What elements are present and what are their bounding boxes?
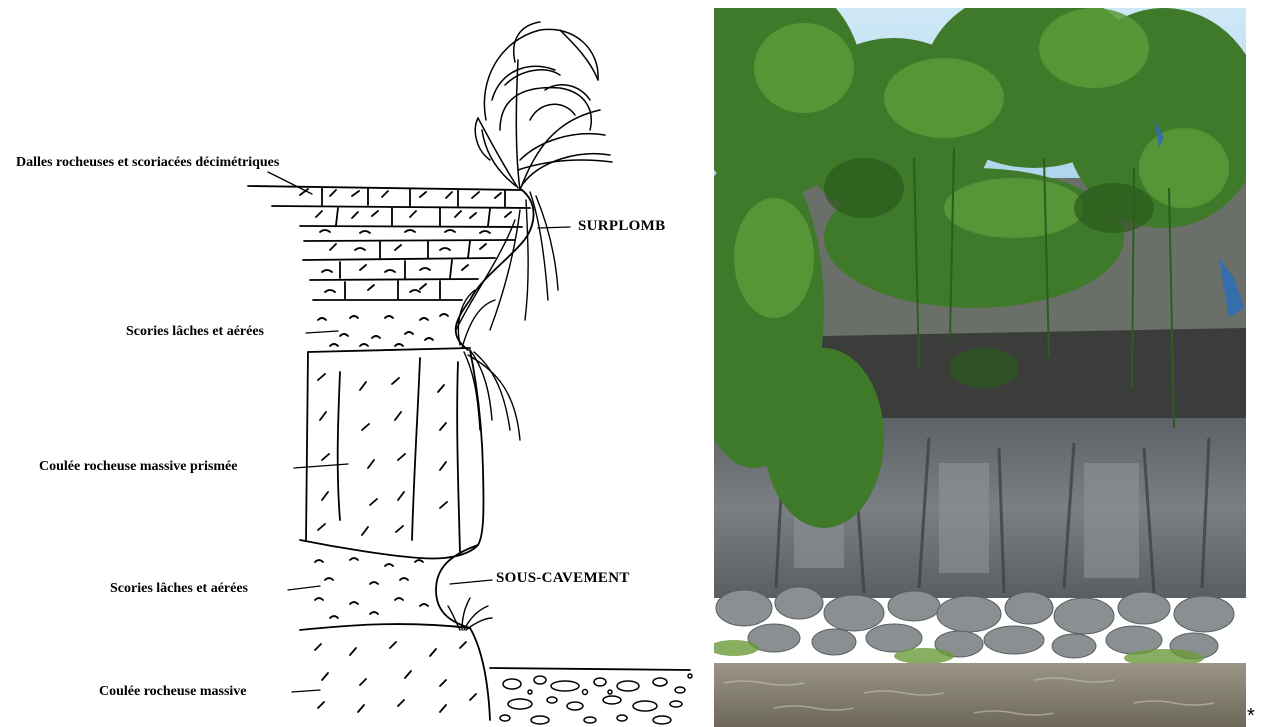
label-dalles: Dalles rocheuses et scoriacées décimétri… [16,155,279,171]
cliff-cross-section-diagram: Dalles rocheuses et scoriacées décimétri… [0,0,700,727]
label-scories-upper: Scories lâches et aérées [126,324,264,340]
footnote-asterisk: * [1247,706,1255,726]
lower-scoria-layer [315,558,428,618]
prismatic-columns [318,358,460,552]
label-coulee-prismee: Coulée rocheuse massive prismée [39,459,237,475]
hanging-roots [456,192,558,440]
label-scories-lower: Scories lâches et aérées [110,581,248,597]
label-sous-cavement: SOUS-CAVEMENT [496,570,630,586]
slab-layers [248,186,530,300]
upper-scoria-layer [308,314,470,352]
lower-massive-flow [315,642,476,712]
cliff-photograph [714,8,1246,727]
grass-tuft [448,598,492,630]
cross-section-drawing [0,0,700,727]
label-leader-lines [268,172,570,692]
river-water [714,663,1246,727]
label-surplomb: SURPLOMB [578,218,665,234]
riverbed-pebbles [500,674,692,724]
tree-drawing [475,22,612,190]
photo-illustration [714,8,1246,727]
label-coulee-massive: Coulée rocheuse massive [99,684,247,700]
cliff-profile [300,190,690,720]
